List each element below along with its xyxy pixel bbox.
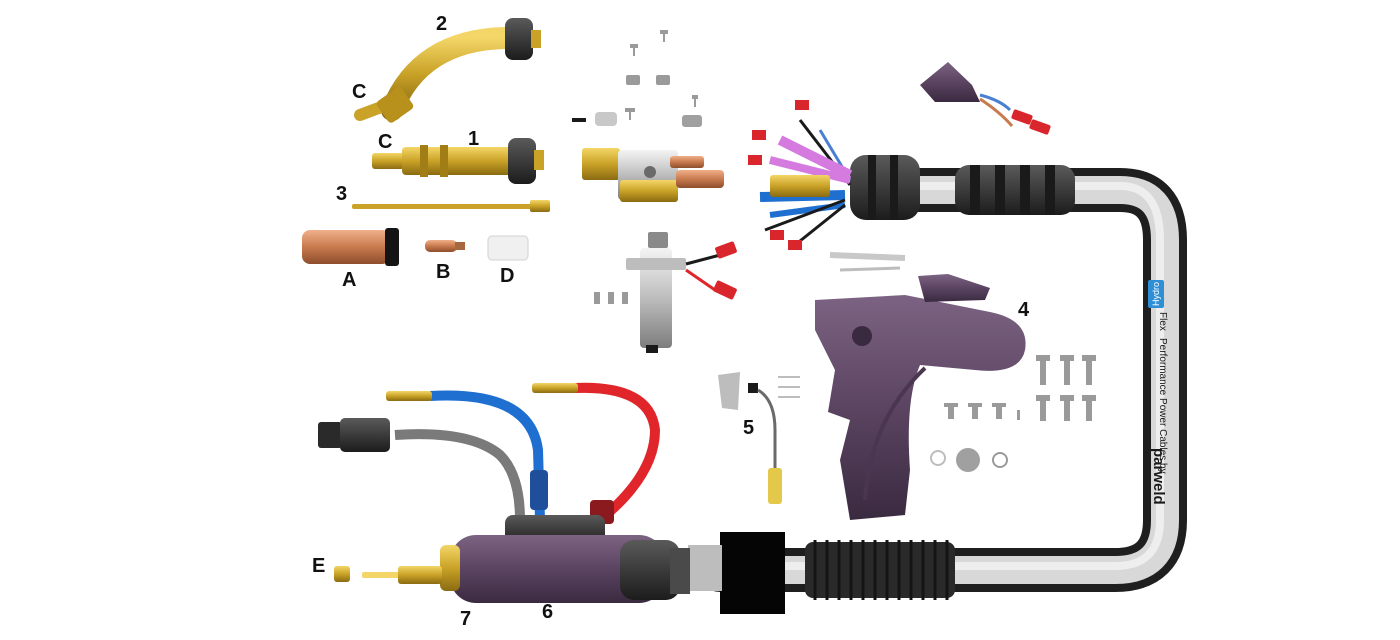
label-5: 5 [743, 417, 754, 439]
torch-handle [440, 515, 690, 603]
wire-harness [748, 100, 853, 250]
label-6: 6 [542, 601, 553, 623]
label-d: D [500, 265, 514, 287]
tagline-text: Performance Power Cables by [1157, 338, 1168, 474]
rear-cable-boot [850, 155, 1075, 220]
trigger-cover-with-leads [920, 62, 1051, 135]
small-screws [572, 30, 702, 127]
hydro-badge [1148, 280, 1164, 308]
flex-text: Flex [1157, 312, 1168, 331]
control-connector [318, 418, 525, 521]
gas-diffuser [487, 235, 529, 261]
neck-connector-block [582, 148, 724, 202]
nozzle-tip-e [334, 566, 442, 584]
nozzle [302, 228, 399, 266]
brand-text: parweld [1150, 448, 1167, 505]
label-4: 4 [1018, 299, 1030, 321]
label-7: 7 [460, 608, 471, 630]
label-3: 3 [336, 183, 347, 205]
power-cable [698, 168, 1187, 592]
label-c-mid: C [378, 131, 392, 153]
label-a: A [342, 269, 356, 291]
swan-neck-bent [354, 18, 541, 123]
fasteners [930, 355, 1096, 472]
label-2: 2 [436, 13, 447, 35]
switch-assembly [594, 232, 737, 353]
label-1: 1 [468, 128, 479, 150]
label-b: B [436, 261, 450, 283]
spring-strain-relief [688, 532, 955, 614]
swan-neck-straight [372, 138, 544, 184]
cable-print: Hydro Flex Performance Power Cables by p… [1148, 280, 1168, 505]
label-c-top: C [352, 81, 366, 103]
red-water-hose [532, 382, 661, 524]
handle-shell [815, 252, 1026, 520]
contact-tip [425, 240, 465, 252]
liner-rod [352, 200, 550, 212]
hydro-badge-text: Hydro [1151, 282, 1161, 306]
label-e: E [312, 555, 325, 577]
callout-labels: 2 C C 1 3 A B D 4 5 E 7 6 [312, 13, 1030, 630]
blue-water-hose [386, 390, 548, 521]
trigger-parts [718, 372, 800, 504]
